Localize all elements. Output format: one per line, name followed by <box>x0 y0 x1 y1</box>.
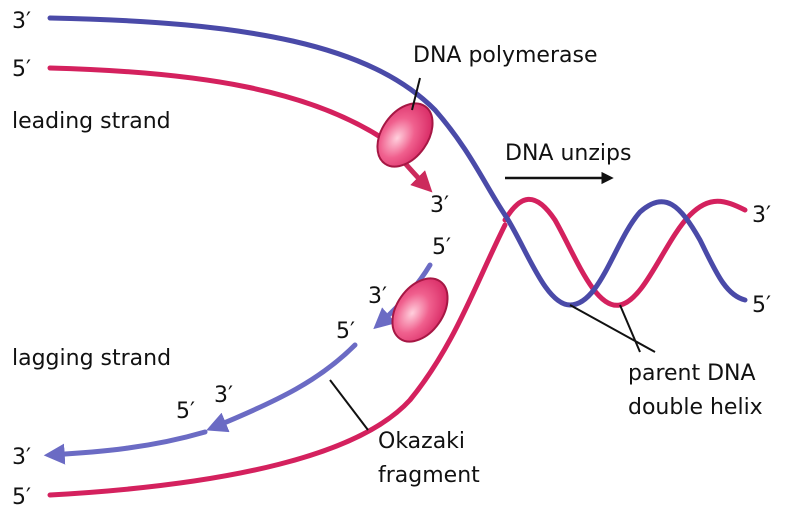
end-label-helix-blue: 5′ <box>752 293 771 318</box>
okazaki-label: Okazaki <box>378 429 465 454</box>
dna-polymerase-label: DNA polymerase <box>413 43 598 68</box>
end-label-fragment2-5: 5′ <box>176 399 195 424</box>
end-label-leading-tip: 3′ <box>430 193 449 218</box>
dna-polymerase-bottom <box>391 277 449 343</box>
fragment-label: fragment <box>378 463 480 488</box>
leading-strand-label: leading strand <box>12 109 171 134</box>
end-label-top-red: 5′ <box>12 57 31 82</box>
end-label-top-blue: 3′ <box>12 9 31 34</box>
double-helix-label: double helix <box>628 395 763 420</box>
parent-strand-blue-top <box>47 15 508 218</box>
parent-dna-label: parent DNA <box>628 361 756 386</box>
end-label-bottom-red: 5′ <box>12 485 31 510</box>
helix-blue-strand <box>502 199 748 308</box>
dna-polymerase-pointer <box>411 77 421 111</box>
parent-dna-pointer-blue <box>569 304 656 353</box>
lagging-strand-label: lagging strand <box>12 346 171 371</box>
end-label-bottom-blue: 3′ <box>12 445 31 470</box>
end-label-fragment1-5: 5′ <box>336 319 355 344</box>
end-label-helix-red: 3′ <box>752 203 771 228</box>
end-label-fragment2-3: 3′ <box>214 383 233 408</box>
parent-strand-red-bottom <box>47 222 508 498</box>
helix-red-strand <box>502 196 748 308</box>
end-label-fragment1-3: 3′ <box>368 284 387 309</box>
parent-strand-red-top <box>47 65 388 143</box>
lagging-fragment-3 <box>43 429 208 465</box>
parent-dna-pointer-red <box>619 304 641 353</box>
lagging-fragment-2-okazaki <box>206 342 358 433</box>
dna-polymerase-top <box>376 102 434 168</box>
okazaki-pointer <box>329 379 369 431</box>
dna-unzips-label: DNA unzips <box>505 141 631 166</box>
end-label-lagging-start: 5′ <box>432 235 451 260</box>
